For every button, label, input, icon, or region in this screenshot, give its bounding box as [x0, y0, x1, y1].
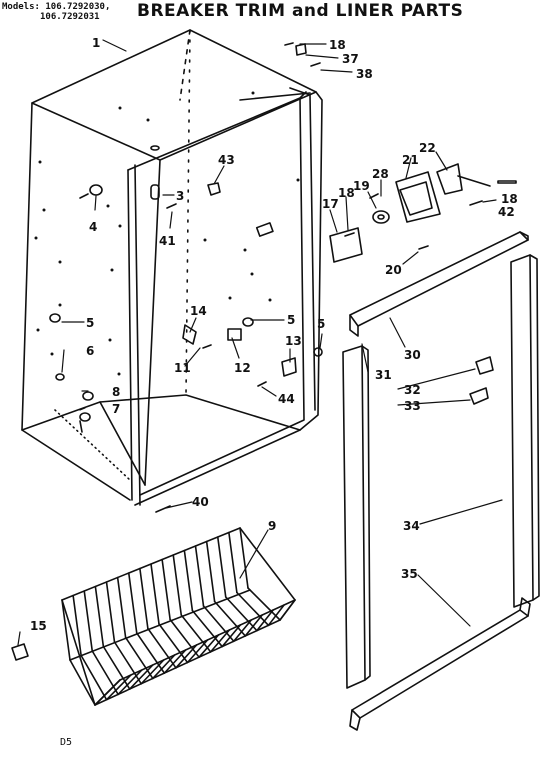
callout-3: 3	[176, 189, 184, 203]
leader-lines	[17, 39, 503, 646]
callout-15: 15	[30, 619, 47, 633]
model-number-1: 106.7292030,	[45, 2, 111, 12]
callout-22: 22	[419, 141, 436, 155]
fastener-parts	[49, 182, 323, 513]
callout-5-center: 5	[287, 313, 295, 327]
callout-17: 17	[322, 197, 339, 211]
callout-32: 32	[404, 383, 421, 397]
callout-28: 28	[372, 167, 389, 181]
breaker-strip-top	[349, 231, 529, 337]
clip-parts	[469, 356, 494, 405]
callout-42: 42	[498, 205, 515, 219]
callout-41: 41	[159, 234, 176, 248]
callout-20: 20	[385, 263, 402, 277]
models-label: Models:	[2, 2, 40, 12]
callout-31: 31	[375, 368, 392, 382]
callout-7: 7	[112, 402, 120, 416]
callout-18-mid: 18	[338, 186, 355, 200]
model-number-2: 106.7292031	[40, 12, 100, 22]
liner-cabinet	[21, 29, 323, 506]
callout-numbers: 1 18 37 38 22 21 28 19 18 17 18 42 20 43…	[30, 36, 518, 633]
callout-5-right: 5	[317, 317, 325, 331]
callout-34: 34	[403, 519, 420, 533]
breaker-strip-left	[342, 345, 371, 689]
callout-14: 14	[190, 304, 207, 318]
callout-9: 9	[268, 519, 276, 533]
diagram-code: D5	[60, 737, 73, 748]
part-15-cap	[11, 643, 29, 661]
callout-43: 43	[218, 153, 235, 167]
callout-21: 21	[402, 153, 419, 167]
breaker-strip-right	[510, 254, 540, 608]
callout-33: 33	[404, 399, 421, 413]
callout-1: 1	[92, 36, 100, 50]
callout-6: 6	[86, 344, 94, 358]
callout-35: 35	[401, 567, 418, 581]
callout-8: 8	[112, 385, 120, 399]
callout-18-top: 18	[329, 38, 346, 52]
callout-18-right: 18	[501, 192, 518, 206]
breaker-strip-bottom	[349, 597, 531, 731]
callout-5-left: 5	[86, 316, 94, 330]
callout-44: 44	[278, 392, 295, 406]
callout-30: 30	[404, 348, 421, 362]
models-header: Models: 106.7292030, 106.7292031	[2, 2, 110, 22]
callout-12: 12	[234, 361, 251, 375]
callout-40: 40	[192, 495, 209, 509]
callout-4: 4	[89, 220, 97, 234]
callout-11: 11	[174, 361, 191, 375]
wire-basket	[61, 527, 296, 706]
callout-37: 37	[342, 52, 359, 66]
callout-38: 38	[356, 67, 373, 81]
callout-13: 13	[285, 334, 302, 348]
page-title: BREAKER TRIM and LINER PARTS	[137, 1, 464, 21]
callout-19: 19	[353, 179, 370, 193]
